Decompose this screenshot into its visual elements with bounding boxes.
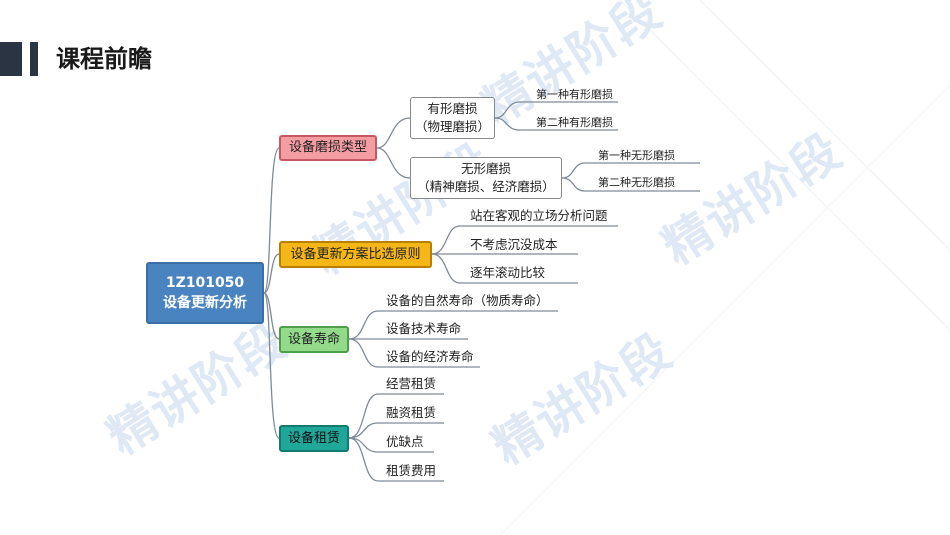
leaf-node: 第二种有形磨损 <box>536 116 613 129</box>
branch-update-principles: 设备更新方案比选原则 <box>279 241 432 268</box>
branch-equipment-life: 设备寿命 <box>279 326 349 353</box>
sub-node-line2: （物理磨损） <box>414 119 490 134</box>
leaf-node: 逐年滚动比较 <box>470 265 546 280</box>
sub-node-line2: （精神磨损、经济磨损） <box>417 179 555 194</box>
leaf-node: 融资租赁 <box>386 405 437 420</box>
root-title: 设备更新分析 <box>163 295 247 311</box>
leaf-node: 第一种有形磨损 <box>536 88 613 101</box>
sub-node-line1: 有形磨损 <box>427 101 478 116</box>
mindmap-root-node: 1Z101050 设备更新分析 <box>146 262 264 324</box>
sub-node-tangible-wear: 有形磨损 （物理磨损） <box>410 97 495 139</box>
sub-node-intangible-wear: 无形磨损 （精神磨损、经济磨损） <box>410 157 562 199</box>
leaf-node: 租赁费用 <box>386 463 437 478</box>
leaf-node: 站在客观的立场分析问题 <box>470 208 608 223</box>
leaf-node: 设备技术寿命 <box>386 321 462 336</box>
sub-node-line1: 无形磨损 <box>460 161 511 176</box>
page-title: 课程前瞻 <box>56 45 152 73</box>
leaf-node: 优缺点 <box>386 434 424 449</box>
leaf-node: 设备的经济寿命 <box>386 349 474 364</box>
leaf-node: 第一种无形磨损 <box>598 149 675 162</box>
branch-wear-types: 设备磨损类型 <box>279 135 377 161</box>
leaf-node: 经营租赁 <box>386 376 437 391</box>
root-code: 1Z101050 <box>165 275 245 291</box>
branch-equipment-leasing: 设备租赁 <box>279 425 349 452</box>
leaf-node: 不考虑沉没成本 <box>470 237 558 252</box>
leaf-node: 设备的自然寿命（物质寿命） <box>386 293 549 308</box>
leaf-node: 第二种无形磨损 <box>598 176 675 189</box>
